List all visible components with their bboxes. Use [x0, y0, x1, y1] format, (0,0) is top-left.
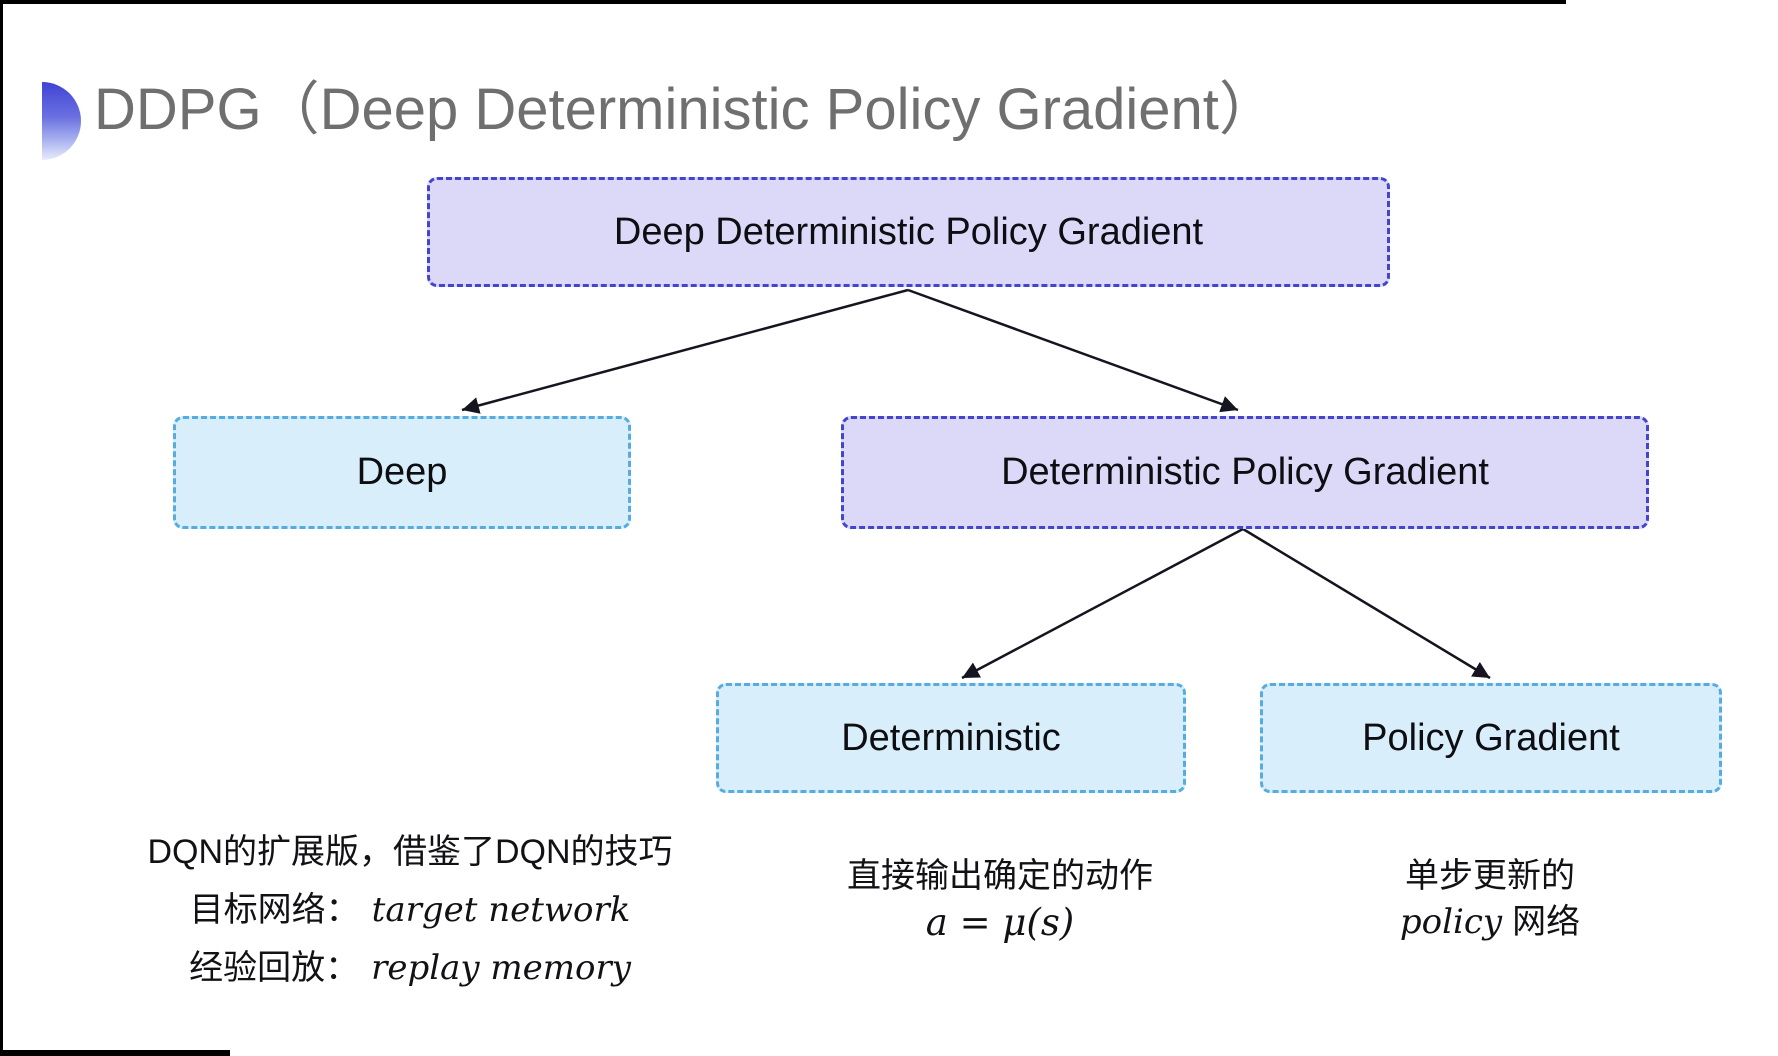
note-pg-zh: 网络 — [1512, 903, 1581, 941]
note-deep-line1: DQN的扩展版，借鉴了DQN的技巧 — [147, 833, 673, 871]
note-det-line1: 直接输出确定的动作 — [847, 857, 1153, 895]
node-policy-gradient: Policy Gradient — [1260, 683, 1722, 793]
node-deep: Deep — [173, 416, 631, 529]
node-label: Policy Gradient — [1362, 716, 1620, 759]
arrow-root-to-deep — [461, 288, 909, 414]
note-deep: DQN的扩展版，借鉴了DQN的技巧 目标网络： target network 经验… — [110, 833, 710, 987]
node-label: Deep Deterministic Policy Gradient — [613, 210, 1204, 253]
note-det-formula: a = μ(s) — [925, 901, 1075, 944]
note-deep-replay-zh: 经验回放： — [189, 949, 360, 987]
node-label: Deterministic — [841, 716, 1061, 759]
node-deep-deterministic-policy-gradient: Deep Deterministic Policy Gradient — [427, 177, 1390, 287]
node-deterministic-policy-gradient: Deterministic Policy Gradient — [841, 416, 1649, 529]
node-deterministic: Deterministic — [716, 683, 1186, 793]
note-deep-target-zh: 目标网络： — [189, 891, 360, 929]
note-deep-target-en: target network — [371, 890, 631, 930]
title-bullet-icon — [42, 82, 81, 160]
page-title: DDPG（Deep Deterministic Policy Gradient） — [94, 77, 1277, 142]
note-deep-line2: 目标网络： target network — [190, 891, 631, 929]
frame-top-line — [0, 0, 1566, 4]
node-label: Deep — [356, 451, 448, 493]
note-pg-line1: 单步更新的 — [1405, 857, 1575, 895]
arrow-dpg-to-policy-gradient — [1242, 527, 1491, 680]
note-deep-line3: 经验回放： replay memory — [189, 949, 631, 987]
note-deep-replay-en: replay memory — [371, 948, 631, 988]
note-pg-en: policy — [1399, 902, 1503, 942]
arrow-root-to-dpg — [907, 288, 1239, 413]
frame-bottom-line — [0, 1050, 230, 1056]
node-label: Deterministic Policy Gradient — [1001, 451, 1489, 493]
note-deterministic: 直接输出确定的动作 a = μ(s) — [815, 857, 1185, 943]
frame-left-line — [0, 0, 3, 1056]
arrow-dpg-to-deterministic — [961, 527, 1244, 680]
